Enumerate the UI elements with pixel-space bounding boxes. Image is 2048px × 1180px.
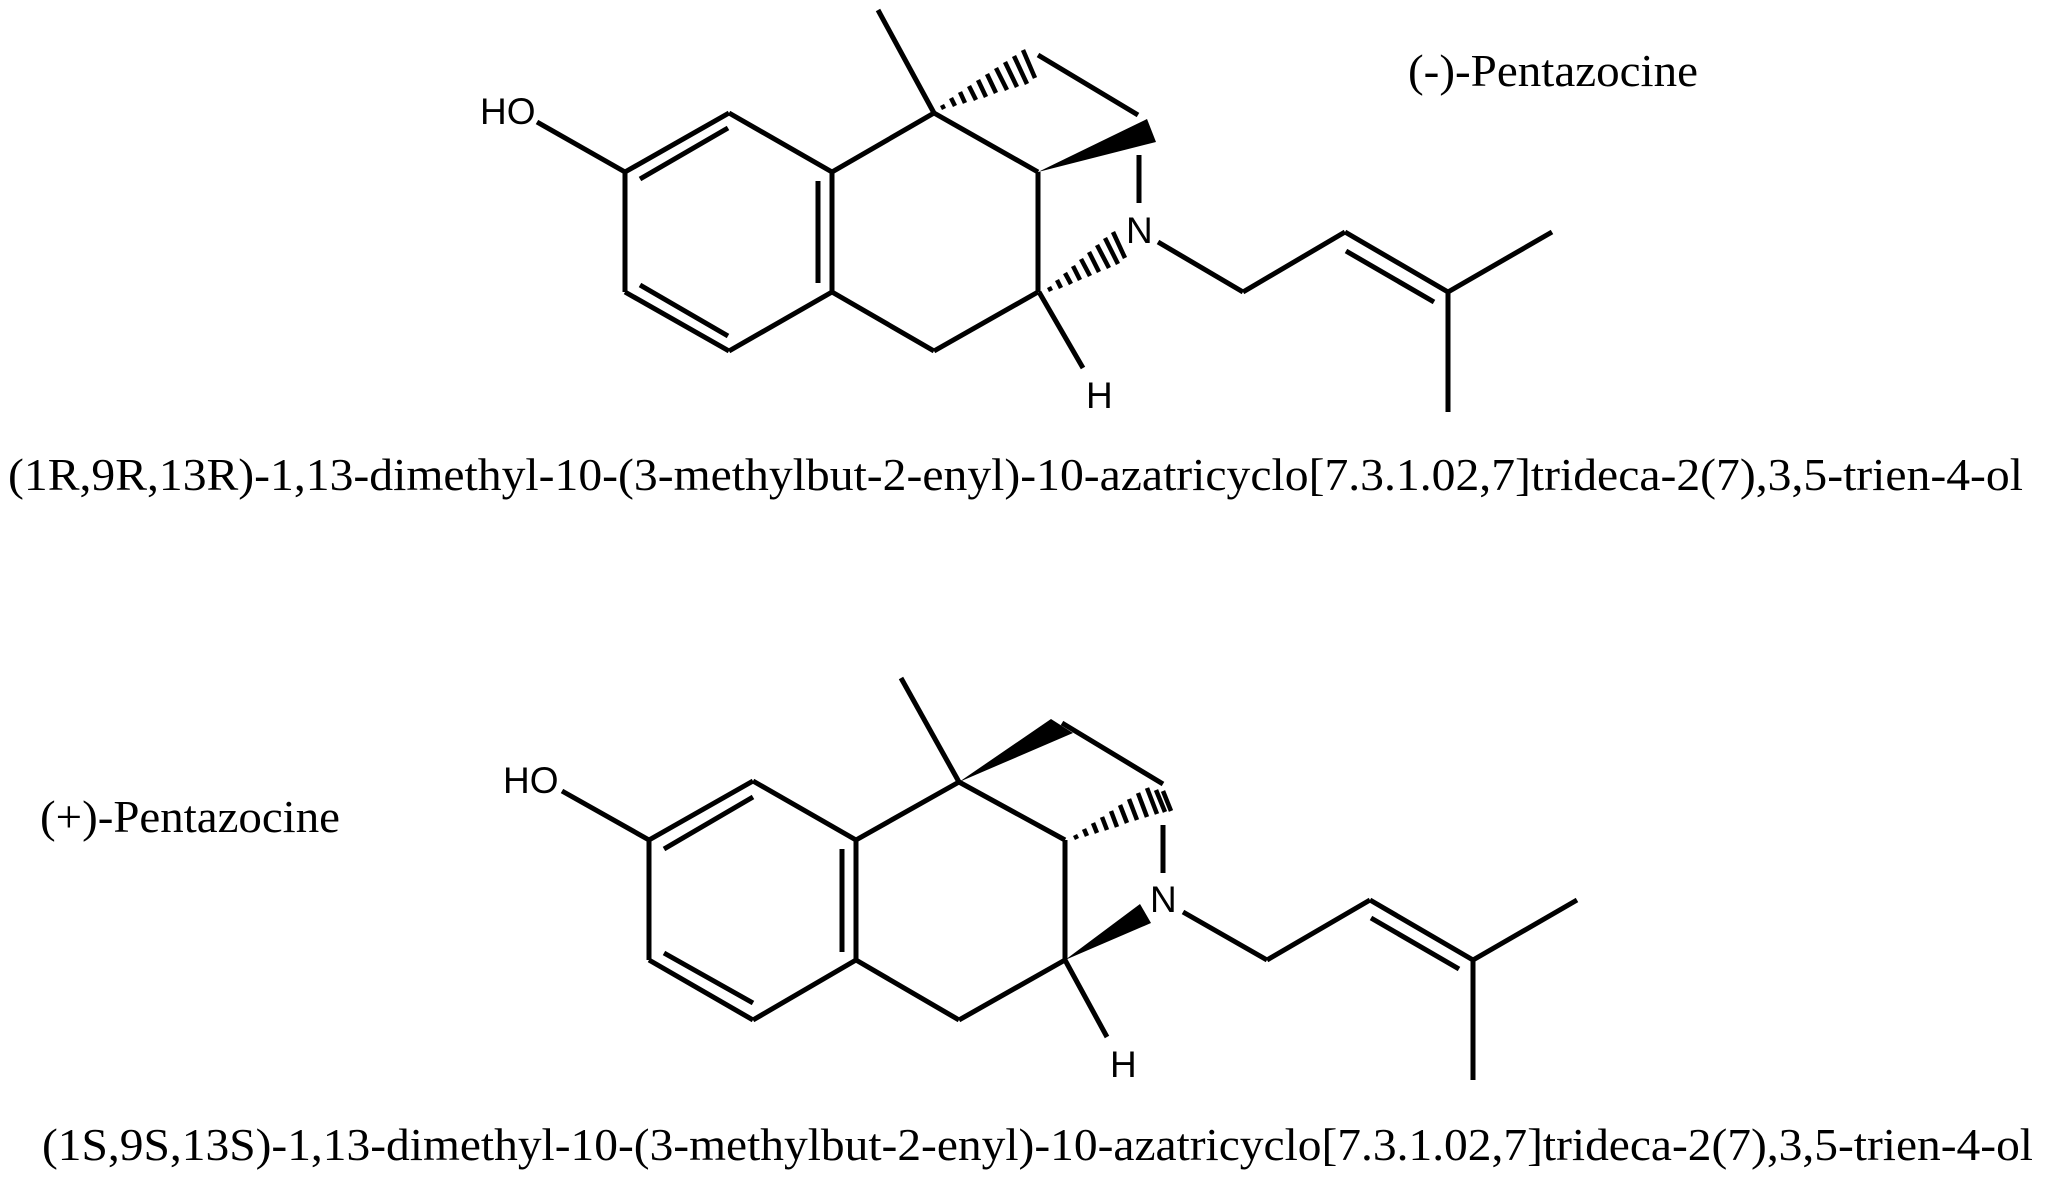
enantiomer-label-plus: (+)-Pentazocine	[40, 791, 340, 842]
nitrogen-label: N	[1150, 879, 1177, 920]
hydroxyl-label: HO	[480, 91, 536, 132]
hashed-bond-c13	[1046, 231, 1128, 293]
bridge-bond	[1036, 52, 1140, 118]
wedge-bond-c9	[1038, 119, 1156, 172]
molecule-plus-pentazocine: HO N H	[40, 676, 2033, 1170]
methyl-bond	[875, 8, 937, 115]
hydrogen-label: H	[1086, 375, 1113, 416]
bridge-bond	[1060, 720, 1165, 787]
iupac-name-minus: (1R,9R,13R)-1,13-dimethyl-10-(3-methylbu…	[8, 449, 2023, 500]
hydroxyl-bond	[560, 788, 651, 843]
benzene-ring	[646, 778, 859, 1023]
hashed-bond-c1	[939, 49, 1038, 111]
hashed-bond-c9	[1072, 787, 1174, 841]
prenyl-chain	[1156, 229, 1554, 412]
methyl-bond	[898, 676, 962, 784]
c-h-bond	[1036, 290, 1086, 370]
hydroxyl-bond	[535, 119, 627, 175]
hydroxyl-label: HO	[503, 760, 559, 801]
nitrogen-label: N	[1126, 210, 1153, 251]
saturated-ring	[830, 110, 1041, 354]
hydrogen-label: H	[1110, 1044, 1137, 1085]
prenyl-chain	[1181, 897, 1579, 1080]
saturated-ring	[854, 779, 1068, 1023]
benzene-ring	[622, 110, 835, 354]
enantiomer-label-minus: (-)-Pentazocine	[1408, 45, 1698, 96]
iupac-name-plus: (1S,9S,13S)-1,13-dimethyl-10-(3-methylbu…	[42, 1119, 2033, 1170]
molecule-minus-pentazocine: HO N	[8, 8, 2023, 500]
wedge-bond-c1	[959, 719, 1073, 782]
wedge-bond-c13	[1065, 904, 1151, 960]
c-h-bond	[1062, 958, 1110, 1039]
